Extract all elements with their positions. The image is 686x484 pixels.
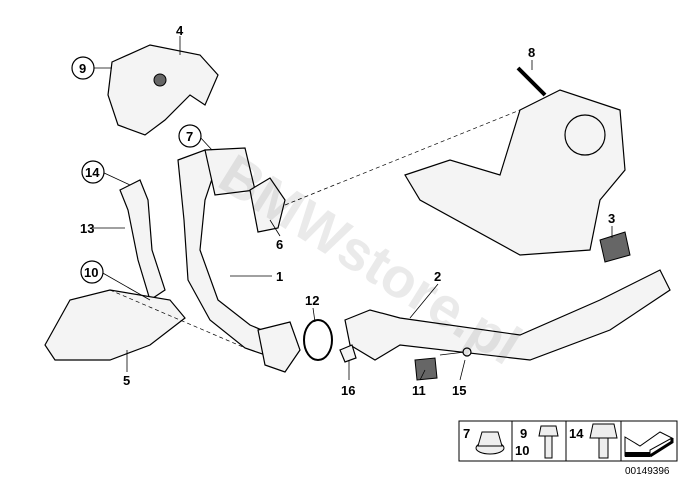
svg-text:3: 3 <box>608 211 615 226</box>
svg-text:14: 14 <box>85 165 100 180</box>
stud-part <box>516 66 547 97</box>
support-bracket-part <box>44 289 186 361</box>
svg-text:9: 9 <box>79 61 86 76</box>
svg-text:15: 15 <box>452 383 466 398</box>
svg-text:7: 7 <box>463 426 470 441</box>
svg-text:9: 9 <box>520 426 527 441</box>
svg-text:1: 1 <box>276 269 283 284</box>
callout-6: 6 <box>276 237 283 252</box>
svg-text:12: 12 <box>305 293 319 308</box>
callout-15: 15 <box>452 383 466 398</box>
callout-12: 12 <box>305 293 319 308</box>
callout-14: 14 <box>81 160 105 184</box>
svg-text:5: 5 <box>123 373 130 388</box>
rear-pipe-part <box>344 269 671 361</box>
spring-part <box>414 357 438 381</box>
callout-10: 10 <box>80 260 104 284</box>
bolt-icon <box>538 425 559 459</box>
svg-text:16: 16 <box>341 383 355 398</box>
gasket-part <box>249 177 286 233</box>
seal-ring-part <box>303 319 333 361</box>
svg-text:2: 2 <box>434 269 441 284</box>
arrow-icon <box>624 431 674 458</box>
callout-13: 13 <box>80 221 94 236</box>
callout-1: 1 <box>276 269 283 284</box>
svg-text:14: 14 <box>569 426 584 441</box>
clamp-part <box>599 231 631 263</box>
svg-text:11: 11 <box>412 383 426 398</box>
callout-2: 2 <box>434 269 441 284</box>
callout-8: 8 <box>528 45 535 60</box>
svg-text:7: 7 <box>186 129 193 144</box>
svg-text:10: 10 <box>84 265 98 280</box>
svg-text:6: 6 <box>276 237 283 252</box>
bracket-part <box>119 179 166 301</box>
callout-16: 16 <box>341 383 355 398</box>
nut-icon <box>475 431 505 455</box>
svg-text:8: 8 <box>528 45 535 60</box>
callout-11: 11 <box>412 383 426 398</box>
bolt-part <box>439 351 466 356</box>
callout-5: 5 <box>123 373 130 388</box>
svg-text:10: 10 <box>515 443 529 458</box>
turbo-manifold-part <box>404 89 626 256</box>
callout-7: 7 <box>178 124 202 148</box>
callout-4: 4 <box>176 23 184 38</box>
diagram-number: 00149396 <box>625 466 670 477</box>
heat-shield-part <box>107 44 219 136</box>
large-bolt-icon <box>589 423 618 459</box>
hardware-legend: 7 9 10 14 00149396 <box>458 420 678 477</box>
svg-text:13: 13 <box>80 221 94 236</box>
svg-text:4: 4 <box>176 23 184 38</box>
callout-9: 9 <box>71 56 95 80</box>
clip-part <box>339 344 357 363</box>
callout-3: 3 <box>608 211 615 226</box>
